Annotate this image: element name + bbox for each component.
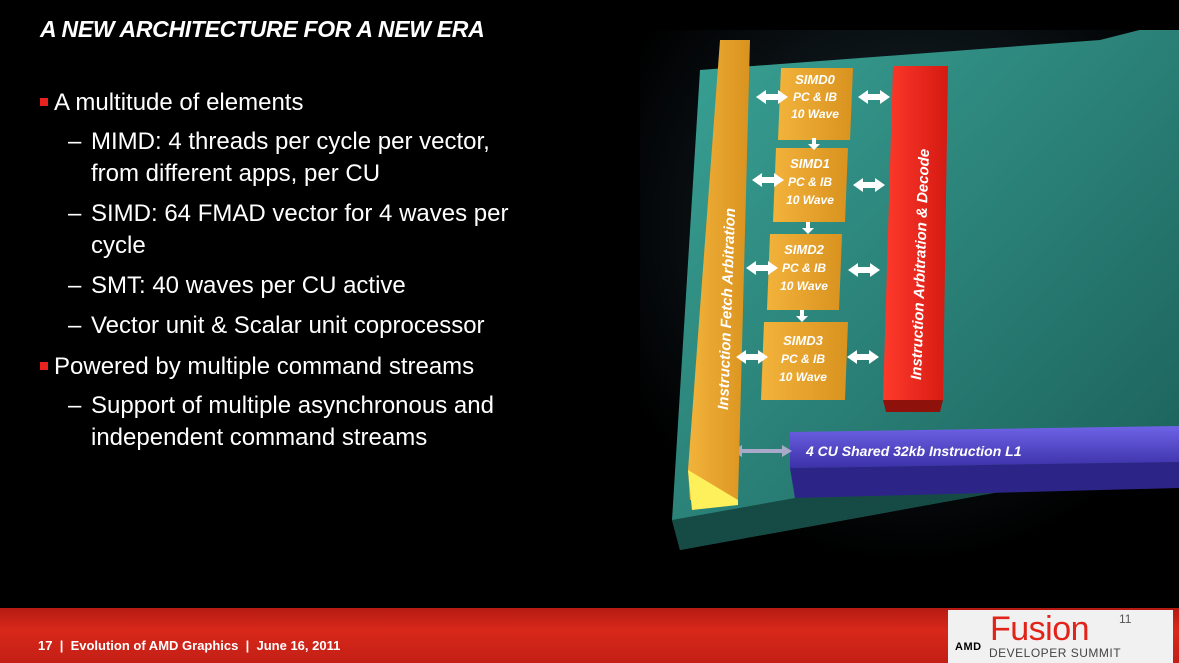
bullet-text: Powered by multiple command streams [54,353,475,380]
svg-text:PC & IB: PC & IB [793,90,837,104]
fusion-superscript: 11 [1119,612,1132,626]
bullet-text: Vector unit & Scalar unit coprocessor [91,312,485,339]
svg-text:10 Wave: 10 Wave [780,279,828,293]
fusion-logo-box [948,610,1173,663]
arrow-l1-icon [732,445,792,457]
simd-block: SIMD2 PC & IB 10 Wave [767,234,842,310]
bullet-text: cycle [91,232,146,259]
down-arrow-icon [796,138,820,322]
bullet-level2: –SMT: 40 waves per CU active [68,272,406,299]
bullet-text: SIMD: 64 FMAD vector for 4 waves per [91,200,509,227]
svg-text:SIMD3: SIMD3 [783,333,824,348]
svg-text:10 Wave: 10 Wave [786,193,834,207]
shared-l1-label: 4 CU Shared 32kb Instruction L1 [805,443,1022,459]
bullet-level2: –Vector unit & Scalar unit coprocessor [68,312,485,339]
shared-l1-bar [790,426,1179,468]
simd-block: SIMD0 PC & IB 10 Wave [778,68,853,140]
bullet-text: A multitude of elements [54,89,304,116]
bullet-level1: Powered by multiple command streams [40,352,600,382]
slide-title: A NEW ARCHITECTURE FOR A NEW ERA [40,16,485,42]
bullet-text: from different apps, per CU [91,160,381,187]
bullet-list: A multitude of elements –MIMD: 4 threads… [40,88,600,454]
svg-text:PC & IB: PC & IB [782,261,826,275]
svg-text:SIMD0: SIMD0 [795,72,836,87]
bullet-square-icon [40,98,48,106]
svg-text:SIMD2: SIMD2 [784,242,825,257]
bullet-text: SMT: 40 waves per CU active [91,272,406,299]
bullet-text: MIMD: 4 threads per cycle per vector, [91,128,490,155]
double-arrow-icon [736,90,890,364]
svg-text:SIMD1: SIMD1 [790,156,830,171]
svg-text:10 Wave: 10 Wave [791,107,839,121]
svg-text:PC & IB: PC & IB [788,175,832,189]
decode-bar [883,66,948,400]
bullet-level1: A multitude of elements [40,88,600,118]
svg-text:10 Wave: 10 Wave [779,370,827,384]
compute-unit-diagram: 4 CU Shared 32kb Instruction L1 Instruct… [640,30,1179,590]
developer-summit-label: DEVELOPER SUMMIT [989,646,1122,660]
amd-logo: AMD [955,641,982,653]
simd-block: SIMD1 PC & IB 10 Wave [773,148,848,222]
simd-block: SIMD3 PC & IB 10 Wave [761,322,848,400]
fetch-arbitration-bar [688,40,750,500]
bullet-square-icon [40,362,48,370]
svg-text:PC & IB: PC & IB [781,352,825,366]
bullet-text: Support of multiple asynchronous and [91,392,494,419]
bullet-level2: –MIMD: 4 threads per cycle per vector,fr… [68,128,490,187]
bullet-text: independent command streams [91,424,428,451]
footer-text: 17 | Evolution of AMD Graphics | June 16… [38,638,341,653]
fusion-wordmark: Fusion [990,610,1090,648]
